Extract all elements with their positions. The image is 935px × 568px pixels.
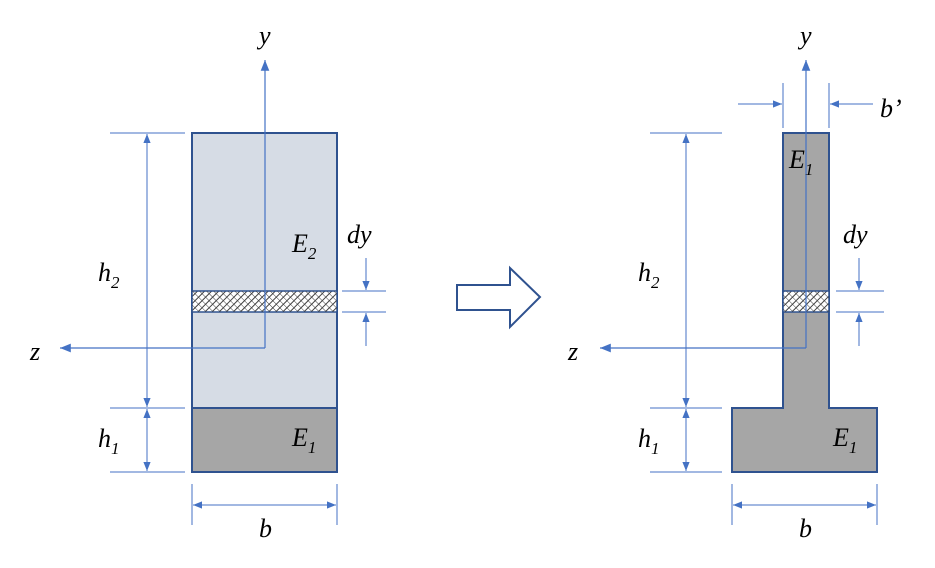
z-axis-label: z bbox=[29, 337, 40, 366]
h2-label-transformed: h2 bbox=[638, 258, 660, 292]
h1-label-transformed: h1 bbox=[638, 424, 660, 458]
h1-label: h1 bbox=[98, 424, 120, 458]
e1-label-left: E1 bbox=[291, 423, 316, 457]
right-arrow-outline-icon bbox=[456, 265, 542, 330]
e1-label-web: E1 bbox=[788, 145, 813, 179]
material-e1-region bbox=[191, 407, 338, 473]
b-label-left: b bbox=[259, 514, 272, 543]
e1-label-flange: E1 bbox=[832, 423, 857, 457]
bprime-label: b’ bbox=[880, 94, 902, 123]
b-label-right: b bbox=[799, 514, 812, 543]
z-axis-label-transformed: z bbox=[567, 337, 578, 366]
dy-label-right: dy bbox=[843, 220, 868, 249]
original-section: y z h2 h1 E2 E1 dy b bbox=[29, 21, 386, 543]
dy-label-left: dy bbox=[347, 220, 372, 249]
h2-label: h2 bbox=[98, 258, 120, 292]
y-axis-label-transformed: y bbox=[797, 21, 812, 50]
e2-label: E2 bbox=[291, 229, 317, 263]
y-axis-label: y bbox=[256, 21, 271, 50]
transformed-section: y z b’ h2 h1 E1 E1 dy b bbox=[567, 21, 902, 543]
